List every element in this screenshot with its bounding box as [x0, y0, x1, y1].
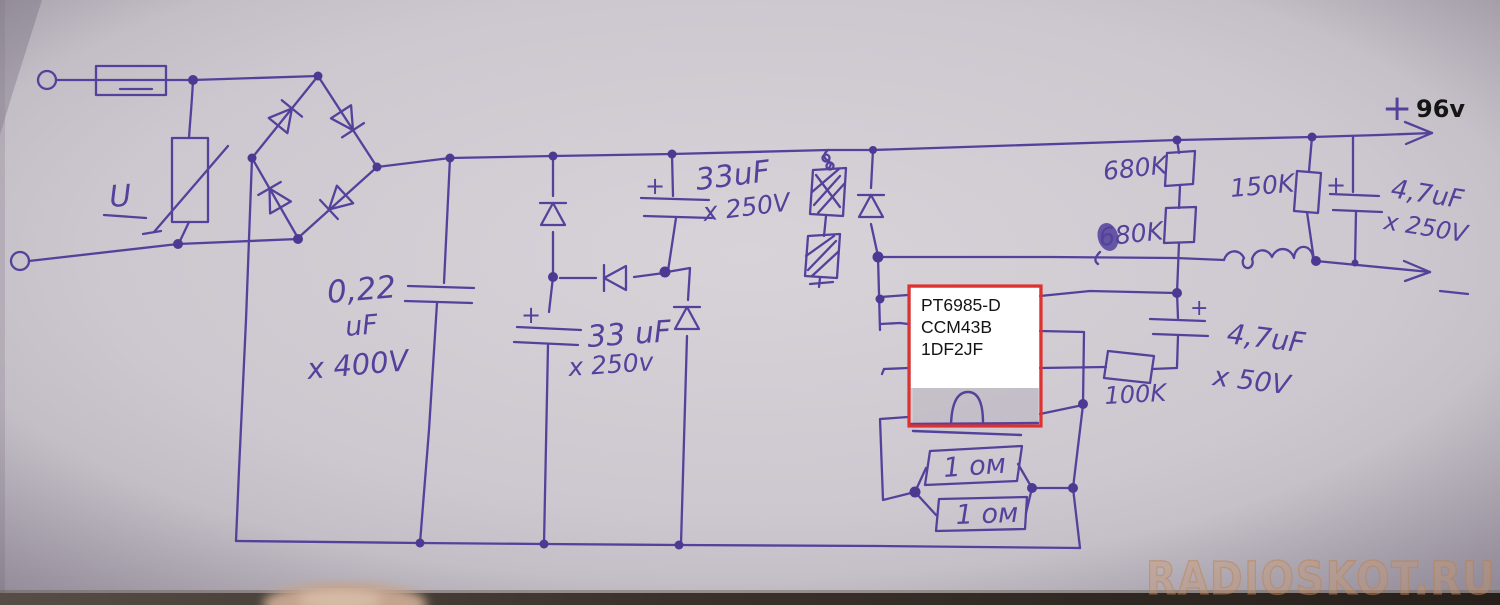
watermark-text: RADIOSKOT.RU	[1146, 552, 1496, 605]
paper-edge-shadow	[0, 590, 1500, 594]
finger-shadow	[263, 583, 427, 605]
